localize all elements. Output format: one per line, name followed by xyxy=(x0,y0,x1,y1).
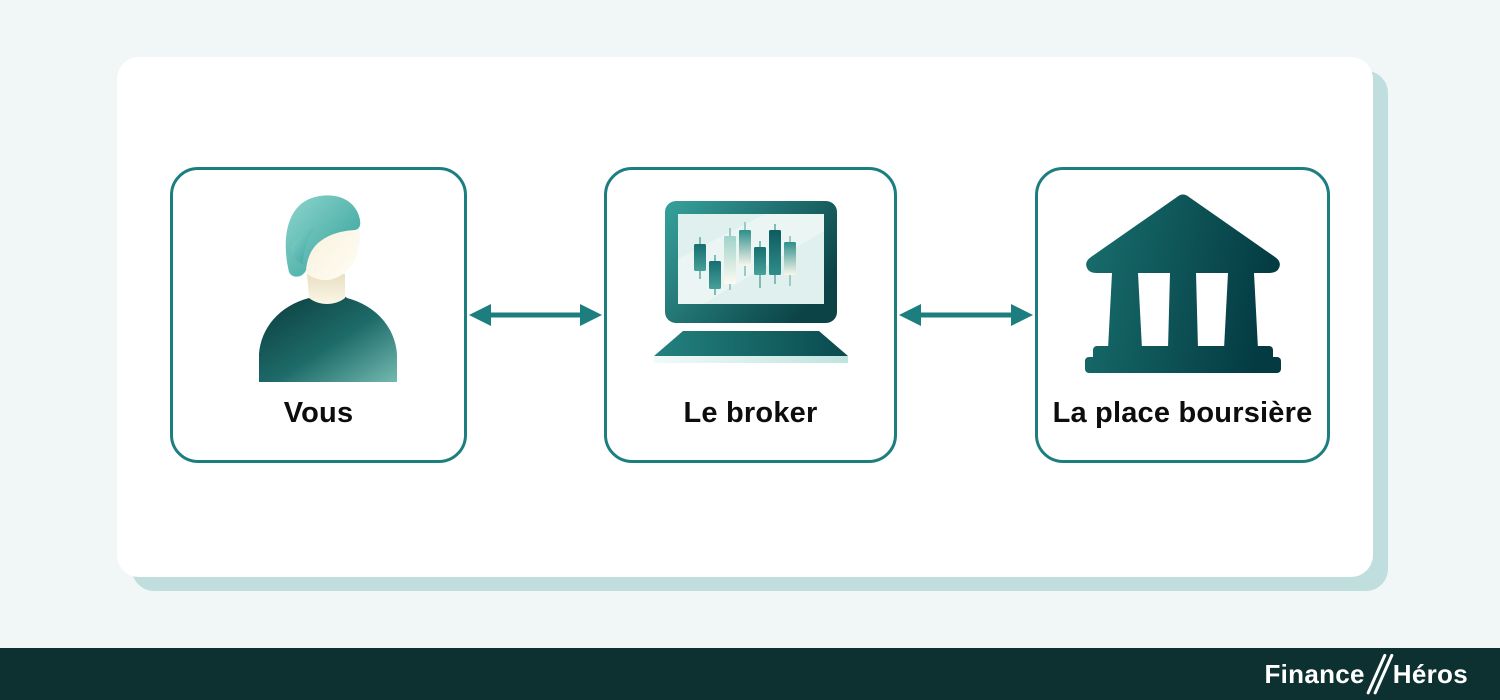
node-place-boursiere: La place boursière xyxy=(1035,167,1330,463)
finance-heros-logo: Finance Héros xyxy=(1264,648,1468,700)
footer-bar: Finance Héros xyxy=(0,648,1500,700)
node-place-boursiere-label: La place boursière xyxy=(1052,397,1313,429)
node-broker: Le broker xyxy=(604,167,897,463)
node-vous: Vous xyxy=(170,167,467,463)
arrow-broker-place xyxy=(899,304,1033,326)
node-broker-label: Le broker xyxy=(683,397,818,429)
logo-text-heros: Héros xyxy=(1392,658,1468,689)
person-icon xyxy=(173,170,464,394)
logo-text-finance: Finance xyxy=(1264,658,1365,689)
laptop-chart-icon xyxy=(607,170,894,394)
bank-icon xyxy=(1038,170,1327,394)
node-vous-label: Vous xyxy=(283,397,354,429)
arrow-vous-broker xyxy=(469,304,602,326)
double-slash-icon xyxy=(1365,651,1394,697)
